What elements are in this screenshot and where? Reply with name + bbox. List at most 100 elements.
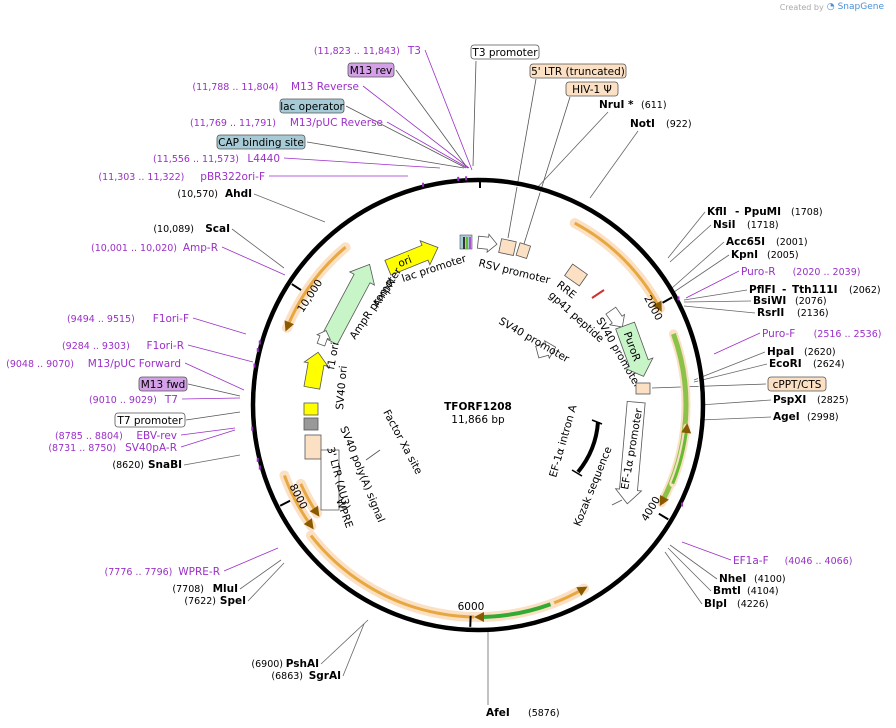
primer-mark-3 xyxy=(677,296,680,301)
site-right-13: BlpI(4226) xyxy=(704,598,769,610)
primer-left-leader-8 xyxy=(184,362,245,391)
site-left-3-name: MluI xyxy=(213,583,238,595)
site-right-9-coord: (2825) xyxy=(817,395,849,406)
primer-left-12-range: (7776 .. 7796) xyxy=(105,567,173,578)
primer-left-leader-12 xyxy=(223,547,279,572)
site-kfli-name: KflI xyxy=(707,206,727,218)
primer-left-leader-6 xyxy=(192,317,247,335)
site-left-6: SgrAI(6863) xyxy=(271,670,341,682)
primer-left-leader-1 xyxy=(362,85,470,169)
ltr3-box xyxy=(304,434,322,460)
feature-arc-4 xyxy=(279,470,317,532)
site-nsii-leader xyxy=(669,224,712,263)
primer-left-9: T7(9010 .. 9029) xyxy=(89,394,178,406)
hiv1-label-text: HIV-1 Ψ xyxy=(572,84,612,96)
intron-cap-top xyxy=(591,419,603,425)
primer-mark-5 xyxy=(258,465,261,470)
primer-left-12-name: WPRE-R xyxy=(178,566,220,578)
primer-mark-0 xyxy=(422,182,425,187)
wpre-feature xyxy=(320,449,340,511)
site-ppumi-name: PpuMI xyxy=(744,206,781,218)
cppt-label-text: cPPT/CTS xyxy=(773,379,822,391)
feature-arcs xyxy=(279,218,692,622)
lac-operator-label: lac operator xyxy=(279,98,344,114)
primer-left-0-range: (11,823 .. 11,843) xyxy=(314,46,400,57)
site-left-4-name: SpeI xyxy=(220,595,246,607)
sv40-promoter-arrow-b xyxy=(535,339,557,360)
site-nsii: NsiI(1718) xyxy=(713,219,779,231)
site-right-leader-7 xyxy=(693,351,766,381)
site-afei-name: AfeI xyxy=(486,707,510,719)
tick-0 xyxy=(662,296,673,304)
site-right-leader-13 xyxy=(664,551,703,605)
site-left-1-name: ScaI xyxy=(205,223,230,235)
site-left-1-coord: (10,089) xyxy=(153,224,194,235)
site-left-leader-1 xyxy=(231,228,285,269)
primer-left-5-name: Amp-R xyxy=(183,242,218,254)
site-right-leader-11 xyxy=(669,544,718,580)
snapgene-logo: ◔ xyxy=(826,2,835,12)
site-noti-coord: (922) xyxy=(666,119,692,130)
ltr5-leader xyxy=(507,78,537,239)
primer-mark-4 xyxy=(681,502,684,507)
site-pflfi-leader xyxy=(683,289,748,301)
primer-left-11-range: (8731 .. 8750) xyxy=(48,443,116,454)
primer-right-leader-1 xyxy=(713,332,761,355)
feature-arc-6 xyxy=(282,242,351,333)
site-right-leader-9 xyxy=(699,399,772,406)
site-right-leader-8 xyxy=(693,363,768,383)
site-left-2-name: SnaBI xyxy=(148,459,182,471)
primer-left-3-name: L4440 xyxy=(247,153,280,165)
site-right-8-name: EcoRI xyxy=(769,358,802,370)
site-right-10-coord: (2998) xyxy=(807,412,839,423)
primer-left-leader-10 xyxy=(180,427,236,436)
site-noti-name: NotI xyxy=(630,118,655,130)
site-kfli-coord: (1708) xyxy=(791,207,823,218)
site-right-5-name: BsiWI xyxy=(753,295,786,307)
t3-promoter-label-text: T3 promoter xyxy=(471,47,538,59)
primer-left-9-range: (9010 .. 9029) xyxy=(89,395,157,406)
site-nrui-name: NruI * xyxy=(599,99,634,111)
ltr5-label-text: 5' LTR (truncated) xyxy=(531,66,625,78)
feature-arc-0 xyxy=(569,218,665,314)
site-left-6-coord: (6863) xyxy=(271,671,303,682)
plasmid-size: 11,866 bp xyxy=(451,414,505,426)
site-pflfi-dash: - xyxy=(782,284,786,296)
primer-right-2-range: (4046 .. 4066) xyxy=(785,556,853,567)
primer-right-2: EF1a-F(4046 .. 4066) xyxy=(733,555,852,567)
site-right-3-coord: (2005) xyxy=(767,250,799,261)
primer-left-0-name: T3 xyxy=(407,45,421,57)
primer-right-0-name: Puro-R xyxy=(741,266,776,278)
hiv1-label: HIV-1 Ψ xyxy=(565,81,619,97)
primer-mark-8 xyxy=(253,363,256,368)
cppt-label: cPPT/CTS xyxy=(767,376,827,392)
site-right-6: RsrII(2136) xyxy=(757,307,829,319)
site-left-2-coord: (8620) xyxy=(112,460,144,471)
site-kfli-leader xyxy=(667,211,706,259)
site-left-5-coord: (6900) xyxy=(251,659,283,670)
site-right-2-coord: (2001) xyxy=(776,237,808,248)
primer-left-8-name: M13/pUC Forward xyxy=(88,358,181,370)
primer-mark-7 xyxy=(251,426,254,431)
site-tth111i-name: Tth111I xyxy=(792,284,837,296)
primer-mark-6 xyxy=(256,457,259,462)
primer-left-6-name: F1ori-F xyxy=(153,313,189,325)
site-left-0-name: AhdI xyxy=(225,188,252,200)
site-left-leader-4 xyxy=(247,562,285,602)
primer-left-leader-5 xyxy=(221,246,286,276)
site-nrui: NruI *(611) xyxy=(599,99,667,111)
site-nsii-coord: (1718) xyxy=(747,220,779,231)
site-right-12: BmtI(4104) xyxy=(713,585,779,597)
site-right-11: NheI(4100) xyxy=(719,573,786,585)
site-right-12-coord: (4104) xyxy=(747,586,779,597)
site-right-11-name: NheI xyxy=(719,573,746,585)
site-right-5-coord: (2076) xyxy=(795,296,827,307)
m13-fwd-leader xyxy=(187,383,241,397)
m13-fwd-box-text: M13 fwd xyxy=(141,379,186,391)
ef1a-intron-arc xyxy=(576,421,600,474)
primer-left-4-name: pBR322ori-F xyxy=(200,171,265,183)
primer-left-6: F1ori-F(9494 .. 9515) xyxy=(67,313,189,325)
backbone-inner xyxy=(255,182,701,628)
cap-site-leader xyxy=(306,141,465,169)
sv40-promoter-b-label: SV40 promoter xyxy=(497,315,572,365)
